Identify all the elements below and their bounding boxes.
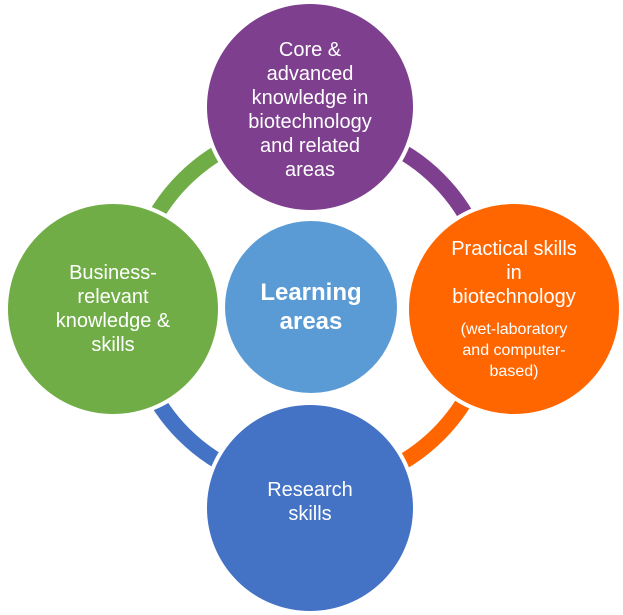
node-research-skills-label: Research skills: [267, 479, 353, 525]
node-learning-areas-label: Learning areas: [260, 279, 362, 335]
node-core-knowledge-label: Core & advanced knowledge in biotechnolo…: [248, 39, 372, 181]
node-business-knowledge: Business- relevant knowledge & skills: [4, 200, 222, 418]
node-research-skills: Research skills: [203, 401, 417, 615]
node-business-knowledge-label: Business- relevant knowledge & skills: [55, 262, 171, 356]
node-practical-skills: Practical skills in biotechnology (wet-l…: [405, 200, 623, 418]
node-learning-areas: Learning areas: [225, 221, 397, 393]
node-practical-skills-label: Practical skills in biotechnology: [451, 237, 577, 308]
node-core-knowledge: Core & advanced knowledge in biotechnolo…: [203, 0, 417, 214]
node-practical-skills-sublabel: (wet-laboratory and computer- based): [460, 320, 568, 380]
